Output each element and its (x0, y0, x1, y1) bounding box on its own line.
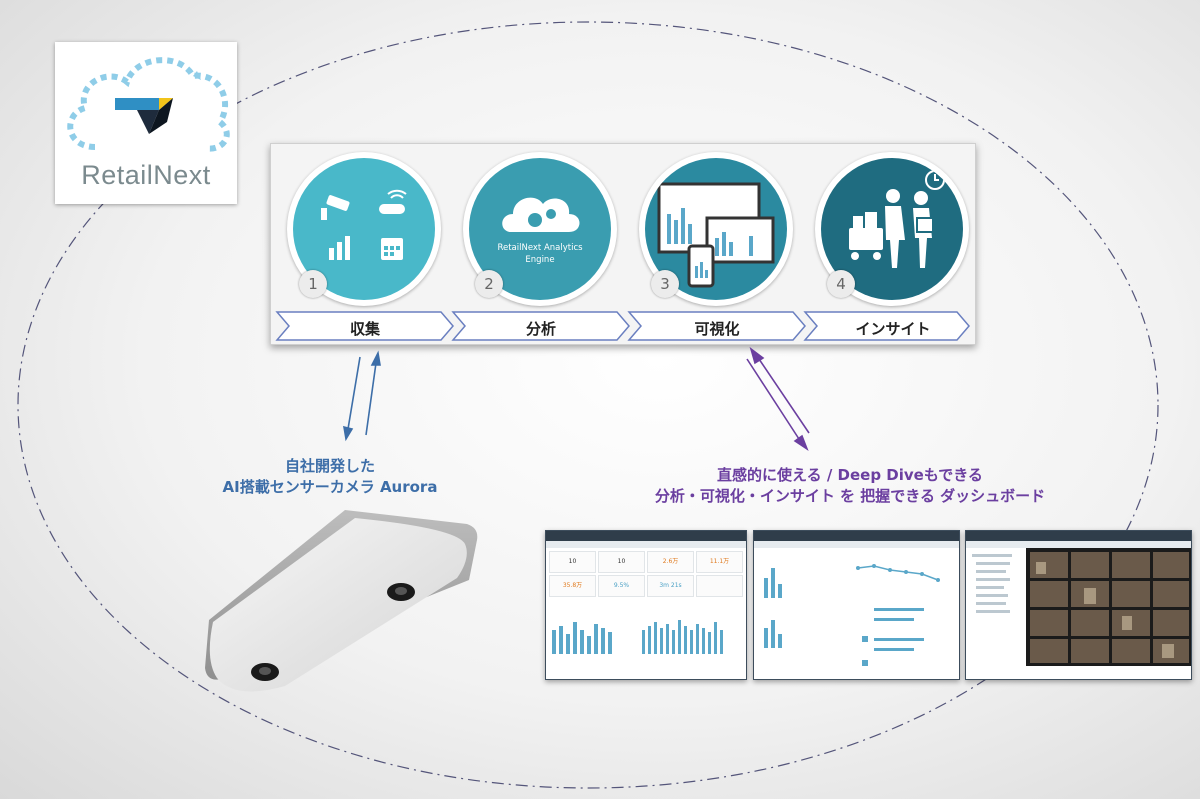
cloud-gears-icon (502, 197, 580, 232)
dashboard-tabs (754, 541, 959, 548)
dashboard-trend-charts (764, 564, 940, 666)
dashboard-topbar (754, 531, 959, 541)
arrow-dashboard-visualize (746, 346, 810, 452)
dashboard-tabs (966, 541, 1191, 548)
dashboard-caption-line2: 分析・可視化・インサイト を 把握できる ダッシュボード (654, 487, 1046, 505)
camera-caption-line2: AI搭載センサーカメラ Aurora (222, 478, 438, 496)
shoppers-icon (849, 170, 945, 268)
dashboard-bar-charts (552, 620, 723, 654)
step-collect: 1 (287, 152, 441, 306)
dashboard-caption-line1: 直感的に使える / Deep Diveもできる (717, 466, 983, 484)
kpi-grid: 10 10 2.6万 11.1万 35.8万 9.5% 3m 21s (546, 548, 746, 600)
kpi-tile: 2.6万 (647, 551, 694, 573)
chevron-label-visualize: 可視化 (694, 320, 740, 338)
camera-caption-line1: 自社開発した (284, 457, 375, 475)
retailnext-logo: RetailNext (55, 42, 237, 204)
step-insight: 4 (815, 152, 969, 306)
step-visualize: 3 (639, 152, 793, 306)
kpi-tile (696, 575, 743, 597)
arrow-camera-collect (343, 350, 381, 442)
chevron-bar (275, 311, 970, 341)
step-analyze: RetailNext Analytics Engine 2 (463, 152, 617, 306)
kpi-tile: 9.5% (598, 575, 645, 597)
chevron-label-insight: インサイト (855, 320, 931, 338)
dashboard-caption: 直感的に使える / Deep Diveもできる 分析・可視化・インサイト を 把… (570, 465, 1130, 507)
logo-text: RetailNext (81, 160, 211, 190)
dashboard-screenshot-kpi: 10 10 2.6万 11.1万 35.8万 9.5% 3m 21s (545, 530, 747, 680)
engine-text-line2: Engine (525, 255, 555, 265)
camera-feed-grid (972, 548, 1191, 666)
dashboard-tabs (546, 541, 746, 548)
dashboard-topbar (546, 531, 746, 541)
dashboard-topbar (966, 531, 1191, 541)
step-number: 1 (299, 270, 327, 298)
process-flow-panel: 1 RetailNext Analytics Engine 2 (270, 143, 976, 345)
step-number: 2 (475, 270, 503, 298)
dashboard-screenshot-trend (753, 530, 960, 680)
step-number: 4 (827, 270, 855, 298)
cloud-sync-icon (67, 57, 230, 152)
kpi-tile: 10 (549, 551, 596, 573)
camera-caption: 自社開発した AI搭載センサーカメラ Aurora (180, 456, 480, 498)
kpi-tile: 3m 21s (647, 575, 694, 597)
kpi-tile: 10 (598, 551, 645, 573)
sensor-icons (321, 189, 407, 260)
chevron-label-analyze: 分析 (525, 320, 556, 338)
chevron-label-collect: 収集 (349, 320, 380, 338)
dashboard-screenshot-video (965, 530, 1192, 680)
step-number: 3 (651, 270, 679, 298)
kpi-tile: 35.8万 (549, 575, 596, 597)
engine-text-line1: RetailNext Analytics (497, 243, 583, 253)
kpi-tile: 11.1万 (696, 551, 743, 573)
aurora-camera-image (205, 510, 478, 692)
devices-icon (657, 182, 775, 288)
